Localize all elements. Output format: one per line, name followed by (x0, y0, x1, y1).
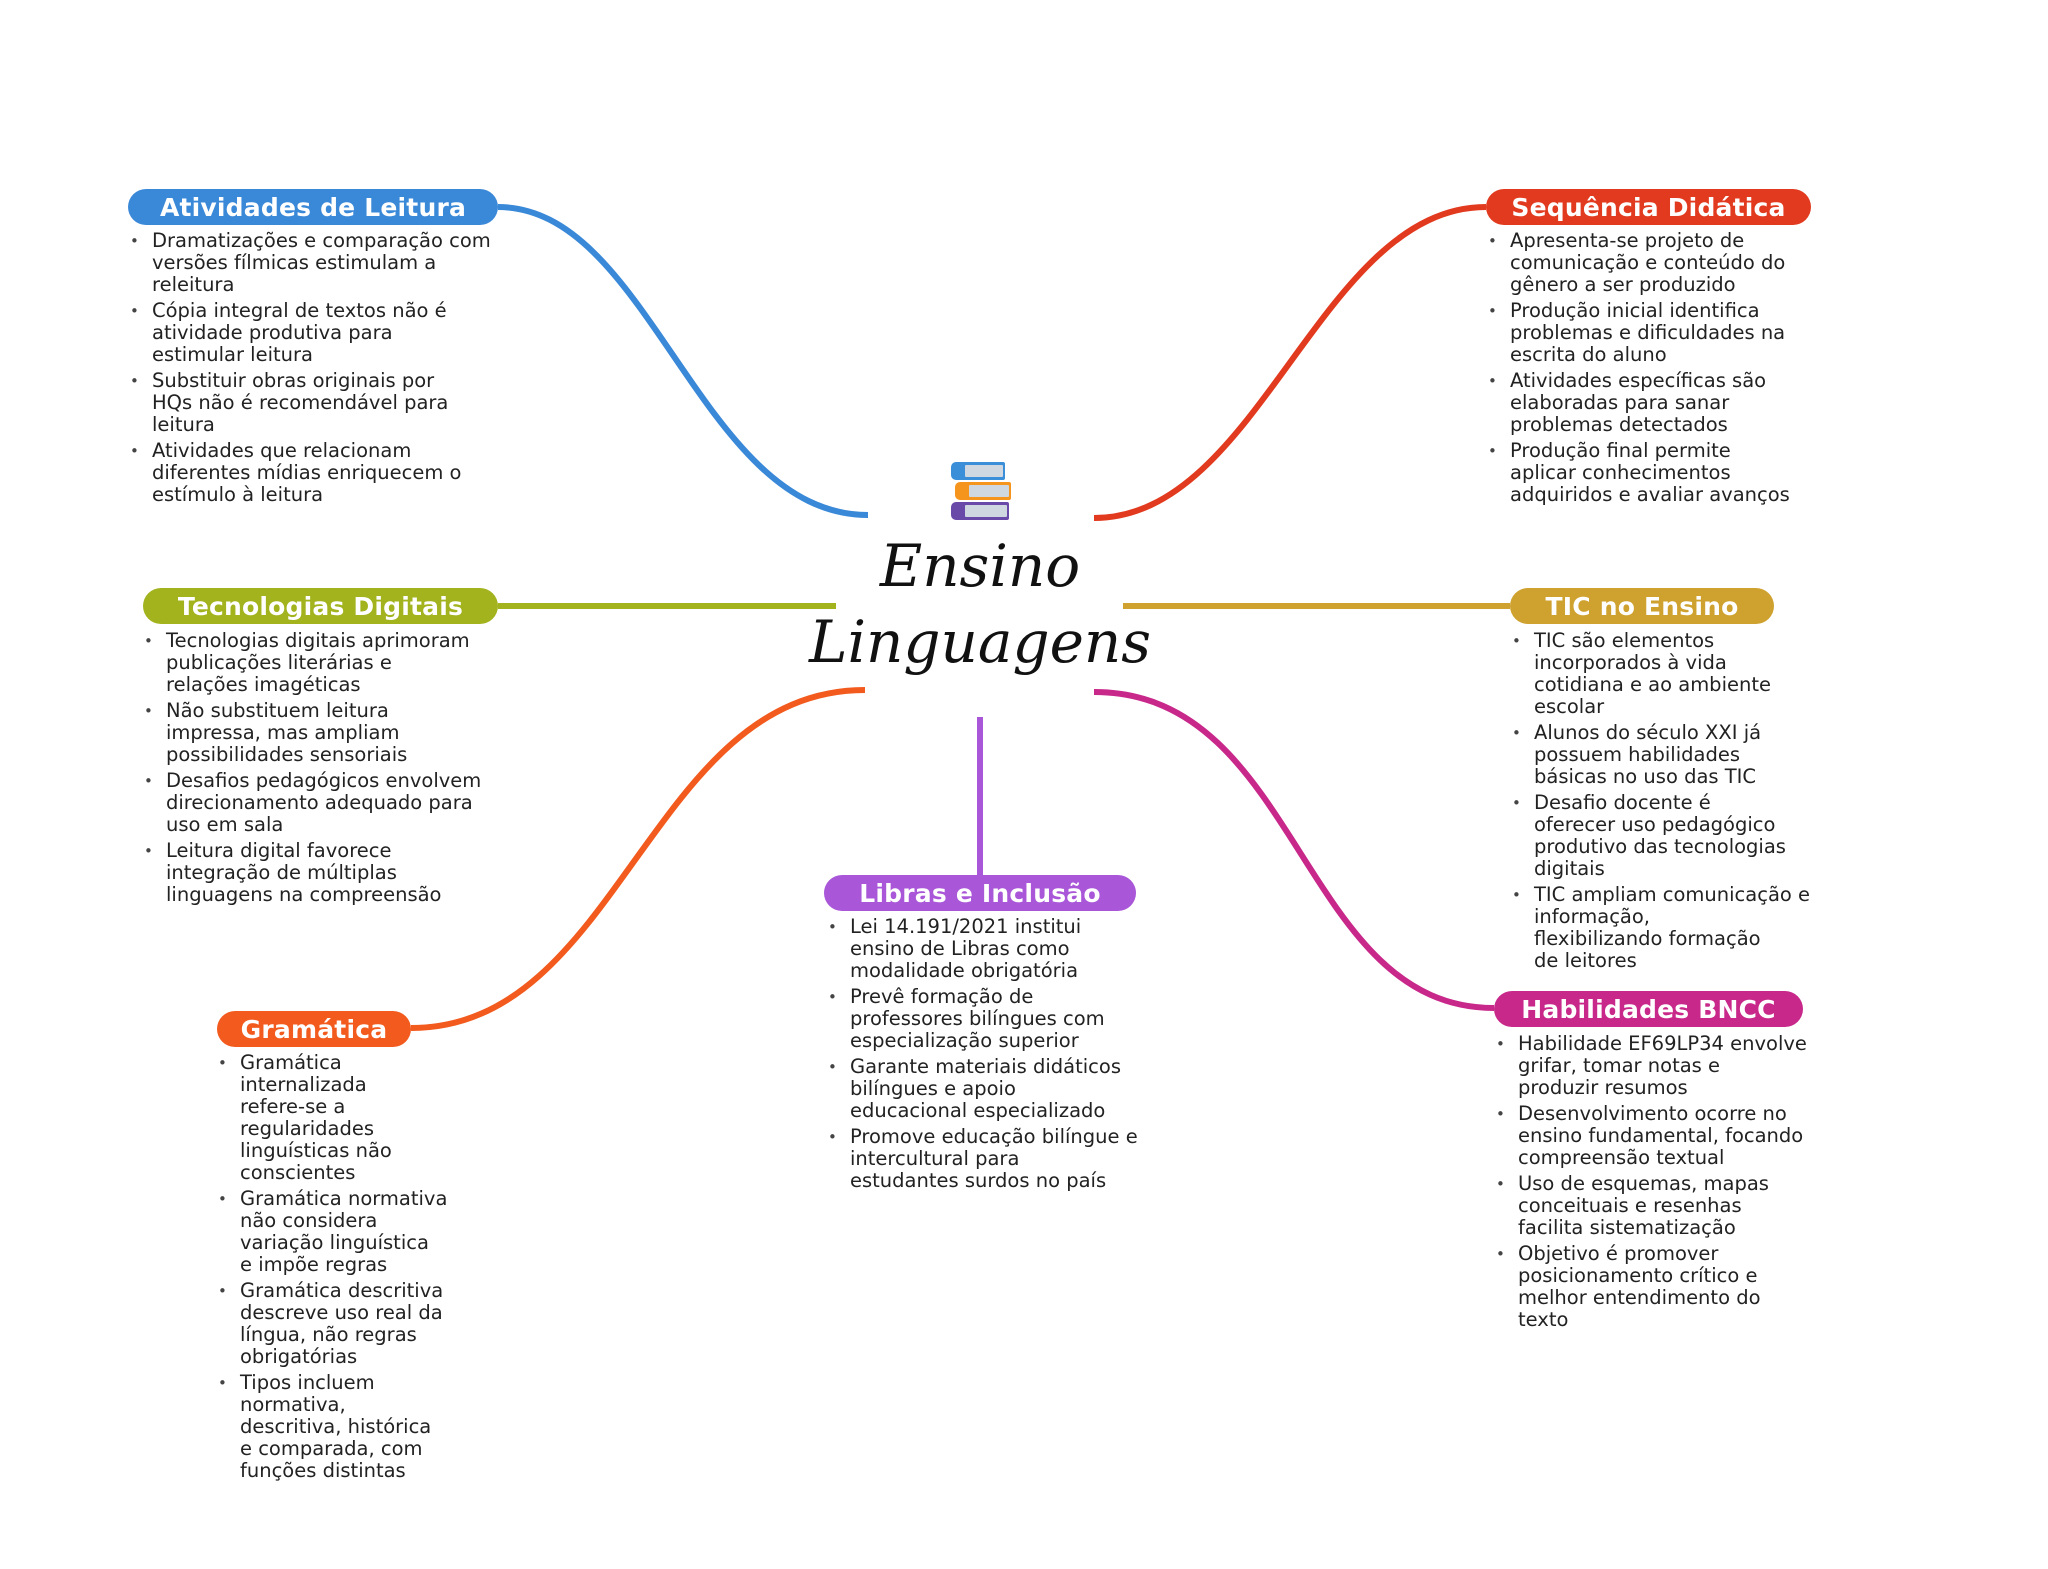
connector-gramatica (410, 687, 866, 1031)
branch-tic-title[interactable]: TIC no Ensino (1510, 588, 1774, 624)
note-item: Lei 14.191/2021 institui ensino de Libra… (826, 916, 1166, 982)
branch-bncc-notes: Habilidade EF69LP34 envolve grifar, toma… (1494, 1033, 1844, 1335)
note-item: Desafio docente é oferecer uso pedagógic… (1510, 792, 1850, 880)
note-item: Produção final permite aplicar conhecime… (1486, 440, 1826, 506)
note-item: Objetivo é promover posicionamento críti… (1494, 1243, 1844, 1331)
note-item: Não substituem leitura impressa, mas amp… (142, 700, 522, 766)
note-item: TIC ampliam comunicação e informação, fl… (1510, 884, 1850, 972)
central-title-line1: Ensino (879, 532, 1081, 600)
note-item: Prevê formação de professores bilíngues … (826, 986, 1166, 1052)
branch-tecnologias-title[interactable]: Tecnologias Digitais (143, 588, 498, 624)
note-item: Apresenta-se projeto de comunicação e co… (1486, 230, 1826, 296)
branch-tic-notes: TIC são elementos incorporados à vida co… (1510, 630, 1850, 976)
note-item: Desafios pedagógicos envolvem direcionam… (142, 770, 522, 836)
note-item: Uso de esquemas, mapas conceituais e res… (1494, 1173, 1844, 1239)
note-item: Atividades específicas são elaboradas pa… (1486, 370, 1826, 436)
branch-bncc-title[interactable]: Habilidades BNCC (1494, 991, 1803, 1027)
branch-gramatica-notes: Gramática internalizada refere-se a regu… (216, 1052, 476, 1486)
note-item: Produção inicial identifica problemas e … (1486, 300, 1826, 366)
note-item: Substituir obras originais por HQs não é… (128, 370, 528, 436)
branch-sequencia-title[interactable]: Sequência Didática (1486, 189, 1811, 225)
central-title-line2: Linguagens (808, 608, 1152, 676)
note-item: Habilidade EF69LP34 envolve grifar, toma… (1494, 1033, 1844, 1099)
note-item: Gramática normativa não considera variaç… (216, 1188, 476, 1276)
books-icon (949, 460, 1011, 522)
connector-leitura (497, 204, 869, 518)
connector-sequencia (1093, 204, 1487, 521)
branch-gramatica-title[interactable]: Gramática (217, 1011, 411, 1047)
branch-libras-title[interactable]: Libras e Inclusão (824, 875, 1136, 911)
note-item: Cópia integral de textos não é atividade… (128, 300, 528, 366)
note-item: Gramática descritiva descreve uso real d… (216, 1280, 476, 1368)
note-item: Tipos incluem normativa, descritiva, his… (216, 1372, 476, 1482)
branch-leitura-title[interactable]: Atividades de Leitura (128, 189, 498, 225)
branch-leitura-notes: Dramatizações e comparação com versões f… (128, 230, 528, 510)
note-item: Garante materiais didáticos bilíngues e … (826, 1056, 1166, 1122)
note-item: Atividades que relacionam diferentes míd… (128, 440, 528, 506)
note-item: Promove educação bilíngue e intercultura… (826, 1126, 1166, 1192)
branch-sequencia-notes: Apresenta-se projeto de comunicação e co… (1486, 230, 1826, 510)
branch-tecnologias-notes: Tecnologias digitais aprimoram publicaçõ… (142, 630, 522, 910)
central-topic[interactable]: Ensino Linguagens (800, 460, 1160, 680)
note-item: Gramática internalizada refere-se a regu… (216, 1052, 476, 1184)
note-item: TIC são elementos incorporados à vida co… (1510, 630, 1850, 718)
connector-bncc (1093, 689, 1495, 1011)
note-item: Dramatizações e comparação com versões f… (128, 230, 528, 296)
branch-libras-notes: Lei 14.191/2021 institui ensino de Libra… (826, 916, 1166, 1196)
note-item: Leitura digital favorece integração de m… (142, 840, 522, 906)
note-item: Alunos do século XXI já possuem habilida… (1510, 722, 1850, 788)
note-item: Tecnologias digitais aprimoram publicaçõ… (142, 630, 522, 696)
note-item: Desenvolvimento ocorre no ensino fundame… (1494, 1103, 1844, 1169)
